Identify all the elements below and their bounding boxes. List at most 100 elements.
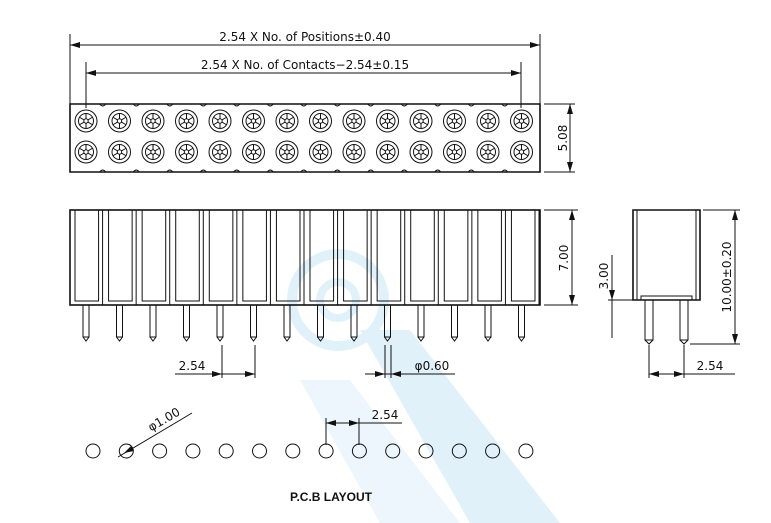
cell-slot <box>510 209 536 302</box>
cell-slot <box>108 209 133 302</box>
side-3mm-label: 3.00 <box>597 263 611 290</box>
housing-notch <box>166 169 174 173</box>
pin <box>451 304 458 342</box>
housing-notch <box>199 103 207 107</box>
housing-notch <box>233 103 241 107</box>
pcb-hole <box>252 443 267 459</box>
side-total-height-label: 10.00±0.20 <box>720 241 734 312</box>
front-pitch-dimension: 2.54 <box>175 345 256 378</box>
contact-socket <box>208 140 232 164</box>
watermark-logo <box>287 249 560 523</box>
pcb-hole <box>285 443 301 459</box>
housing-notch <box>367 103 375 107</box>
cell-slot <box>343 209 368 302</box>
housing-notch <box>300 103 308 107</box>
housing-notch <box>333 169 341 173</box>
cell-slot <box>141 209 167 302</box>
cell-slot <box>376 209 402 302</box>
pin <box>417 304 425 342</box>
contact-socket <box>275 140 299 164</box>
housing-notch <box>367 169 375 173</box>
cell-slot <box>443 209 469 302</box>
cell-slot <box>242 209 267 302</box>
top-view-housing <box>69 103 541 173</box>
contact-socket <box>74 109 98 133</box>
housing-notch <box>467 169 475 173</box>
pin <box>384 304 391 342</box>
pcb-hole <box>85 443 101 459</box>
row-spacing-dimension: 5.08 <box>544 103 575 173</box>
housing-notch <box>233 169 241 173</box>
contact-socket <box>74 140 98 164</box>
cell-slot <box>175 209 200 302</box>
contact-socket <box>376 140 399 164</box>
contact-socket <box>275 109 299 133</box>
row-spacing-label: 5.08 <box>556 125 570 152</box>
front-pitch-label: 2.54 <box>179 359 206 373</box>
side-3mm-dimension: 3.00 <box>597 255 640 338</box>
insulator-height-dimension: 7.00 <box>544 209 578 306</box>
pcb-hole <box>218 443 234 459</box>
contact-socket <box>476 109 500 133</box>
pin <box>283 304 291 342</box>
contact-socket <box>208 109 232 133</box>
pin <box>82 304 90 342</box>
housing-notch <box>300 169 308 173</box>
pcb-pitch-dimension: 2.54 <box>325 408 402 445</box>
housing-notch <box>266 103 274 107</box>
pcb-layout-title: P.C.B LAYOUT <box>290 490 373 504</box>
housing-notch <box>400 103 408 107</box>
contact-span-label: 2.54 X No. of Contacts−2.54±0.15 <box>201 58 409 72</box>
pcb-pitch-label: 2.54 <box>372 408 399 422</box>
insulator-height-label: 7.00 <box>557 245 571 272</box>
contact-socket <box>342 109 366 133</box>
overall-length-label: 2.54 X No. of Positions±0.40 <box>219 30 390 44</box>
contact-socket <box>108 109 131 133</box>
contact-span-dimension: 2.54 X No. of Contacts−2.54±0.15 <box>85 58 522 108</box>
pin <box>149 304 157 342</box>
pin <box>116 304 123 342</box>
contact-socket <box>409 109 433 133</box>
housing-notch <box>434 103 442 107</box>
housing-notch <box>166 103 174 107</box>
contact-socket <box>409 140 433 164</box>
contact-socket <box>141 109 165 133</box>
housing-notch <box>132 103 140 107</box>
pcb-hole <box>418 443 434 459</box>
pcb-hole <box>518 443 534 459</box>
contact-socket <box>443 140 466 164</box>
pin <box>350 304 358 342</box>
cell-slot <box>477 209 502 302</box>
overall-length-dimension: 2.54 X No. of Positions±0.40 <box>69 30 541 104</box>
housing-notch <box>501 169 509 173</box>
contact-socket <box>376 109 399 133</box>
contact-socket <box>175 140 198 164</box>
pin <box>484 304 492 342</box>
pin <box>518 304 525 342</box>
pin-diameter-label: φ0.60 <box>415 359 450 373</box>
contact-socket <box>242 140 265 164</box>
housing-notch <box>400 169 408 173</box>
housing-notch <box>501 103 509 107</box>
contact-socket <box>108 140 131 164</box>
contact-socket <box>510 109 533 133</box>
cell-slot <box>208 209 234 302</box>
contact-socket <box>309 140 332 164</box>
housing-notch <box>199 169 207 173</box>
side-total-height-dimension: 10.00±0.20 <box>690 209 740 345</box>
pin <box>183 304 190 342</box>
hole-diameter-dimension: φ1.00 <box>117 405 193 458</box>
pcb-hole <box>451 443 467 459</box>
pin <box>216 304 224 342</box>
housing-notch <box>333 103 341 107</box>
pin <box>250 304 257 342</box>
contact-socket <box>175 109 198 133</box>
cell-slot <box>74 209 100 302</box>
housing-notch <box>266 169 274 173</box>
pin-diameter-dimension: φ0.60 <box>365 345 455 378</box>
pcb-holes <box>85 443 534 459</box>
pcb-hole <box>152 443 168 459</box>
side-pitch-dimension: 2.54 <box>648 345 735 378</box>
pcb-hole <box>485 443 501 459</box>
